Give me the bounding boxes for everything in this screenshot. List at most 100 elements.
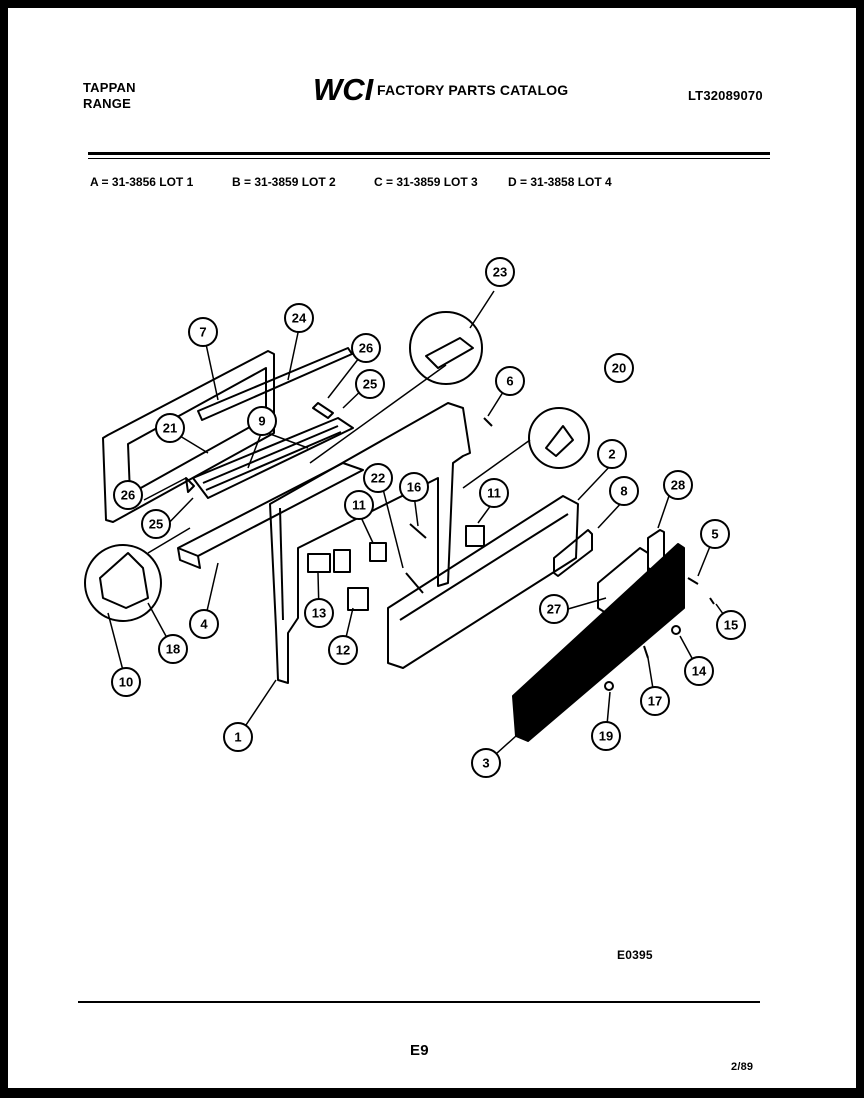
svg-text:5: 5 [711, 527, 718, 542]
vent-line-2 [205, 431, 342, 491]
brand-line-2: RANGE [83, 96, 131, 111]
catalog-title: FACTORY PARTS CATALOG [377, 82, 569, 98]
callout-9: 9 [247, 406, 277, 436]
shelf-part-4 [177, 462, 364, 557]
svg-text:28: 28 [671, 478, 685, 493]
clip-part-25 [185, 477, 195, 493]
logo-text: WCI [313, 72, 375, 105]
part-outlines [84, 311, 715, 742]
callout-5: 5 [700, 519, 730, 549]
callout-18: 18 [158, 634, 188, 664]
svg-text:26: 26 [121, 488, 135, 503]
svg-text:9: 9 [258, 414, 265, 429]
svg-text:26: 26 [359, 341, 373, 356]
screw-part-15 [709, 597, 715, 605]
frame-inner-edge [279, 507, 284, 621]
callout-22: 22 [363, 463, 393, 493]
wci-logo-graphic: WCI [313, 72, 375, 107]
callout-6: 6 [495, 366, 525, 396]
detail-circle-23 [409, 311, 483, 385]
bracket-part-26-upper [312, 402, 334, 419]
back-panel-part-7 [102, 350, 275, 523]
callout-25b: 25 [141, 509, 171, 539]
lot-c: C = 31-3859 LOT 3 [374, 175, 478, 189]
callout-bubbles: 1 2 3 4 5 6 7 8 9 10 11 11 12 13 14 15 1… [111, 257, 746, 778]
wci-logo: WCI [311, 71, 375, 107]
svg-text:6: 6 [506, 374, 513, 389]
header-rule-thin [88, 158, 770, 159]
svg-text:22: 22 [371, 471, 385, 486]
lot-b: B = 31-3859 LOT 2 [232, 175, 336, 189]
switch-part-12 [347, 587, 369, 611]
screw-part-17 [643, 645, 649, 659]
detail-23-part [425, 337, 474, 369]
revision-date: 2/89 [731, 1061, 754, 1073]
callout-1: 1 [223, 722, 253, 752]
detail-10-part [99, 552, 149, 609]
nut-part-19 [604, 681, 614, 691]
header-rule-thick [88, 152, 770, 155]
footer-rule [78, 1001, 760, 1003]
detail-20-part [545, 425, 574, 457]
switch-part-13 [307, 553, 331, 573]
svg-text:17: 17 [648, 694, 662, 709]
detail-circle-20 [528, 407, 590, 469]
svg-text:11: 11 [487, 486, 501, 501]
svg-text:15: 15 [724, 618, 738, 633]
callout-17: 17 [640, 686, 670, 716]
svg-text:7: 7 [199, 325, 206, 340]
svg-text:4: 4 [200, 617, 208, 632]
callout-12: 12 [328, 635, 358, 665]
clip-part-11a [369, 542, 387, 562]
callout-25a: 25 [355, 369, 385, 399]
vent-line-1 [202, 425, 339, 484]
callout-16: 16 [399, 472, 429, 502]
parts-catalog-page: TAPPAN RANGE WCI FACTORY PARTS CATALOG L… [8, 8, 856, 1088]
screw-part-16 [409, 523, 427, 539]
catalog-number: LT32089070 [688, 88, 763, 103]
svg-text:23: 23 [493, 265, 507, 280]
callout-2: 2 [597, 439, 627, 469]
leader-lines [107, 290, 732, 764]
callout-28a: 28 [663, 470, 693, 500]
svg-text:12: 12 [336, 643, 350, 658]
brand-line-1: TAPPAN [83, 80, 136, 95]
svg-text:10: 10 [119, 675, 133, 690]
svg-text:24: 24 [292, 311, 307, 326]
callout-4: 4 [189, 609, 219, 639]
nut-part-14 [671, 625, 681, 635]
callout-13: 13 [304, 598, 334, 628]
lot-a: A = 31-3856 LOT 1 [90, 175, 194, 189]
control-panel-line [399, 513, 569, 621]
callout-14: 14 [684, 656, 714, 686]
callout-23: 23 [485, 257, 515, 287]
switch-body-13 [333, 549, 351, 573]
leader-10 [147, 527, 191, 554]
svg-text:25: 25 [149, 517, 163, 532]
page-label: E9 [410, 1042, 429, 1059]
callout-3: 3 [471, 748, 501, 778]
svg-text:25: 25 [363, 377, 377, 392]
svg-text:19: 19 [599, 729, 613, 744]
clip-part-11b [465, 525, 485, 547]
callout-11a: 11 [344, 490, 374, 520]
svg-text:20: 20 [612, 361, 626, 376]
callout-15: 15 [716, 610, 746, 640]
svg-text:13: 13 [312, 606, 326, 621]
lot-d: D = 31-3858 LOT 4 [508, 175, 612, 189]
svg-text:27: 27 [547, 602, 561, 617]
callout-19: 19 [591, 721, 621, 751]
svg-text:1: 1 [234, 730, 241, 745]
callout-26b: 26 [113, 480, 143, 510]
svg-text:18: 18 [166, 642, 180, 657]
screw-part-5 [687, 577, 699, 585]
callout-11b: 11 [479, 478, 509, 508]
svg-text:2: 2 [608, 447, 615, 462]
frame-part-1 [269, 402, 471, 684]
exploded-parts-diagram: 1 2 3 4 5 6 7 8 9 10 11 11 12 13 14 15 1… [84, 257, 746, 778]
svg-text:21: 21 [163, 421, 177, 436]
knob-part-22 [405, 572, 424, 594]
leader-20 [462, 439, 531, 489]
strip-part-28 [647, 529, 665, 571]
screw-part-6 [483, 417, 493, 427]
